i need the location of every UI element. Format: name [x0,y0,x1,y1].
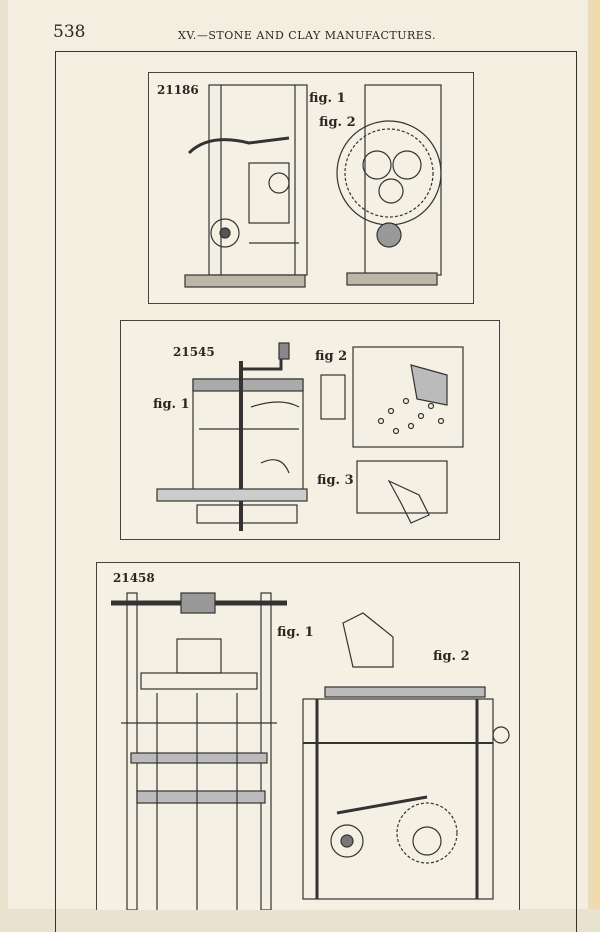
figure-label: fig 2 [315,349,348,364]
machine-drawing-21458 [111,592,510,910]
patent-number: 21458 [113,571,155,585]
patent-drawing-21186: 21186 fig. 1 fig. 2 [148,72,474,304]
figure-label: fig. 1 [277,625,314,640]
figure-label: fig. 3 [317,473,354,488]
plate-frame [55,51,577,932]
figure-label: fig. 1 [153,397,190,412]
machine-drawing-21186 [184,84,442,288]
patent-drawing-21545: 21545 fig. 1 fig 2 fig. 3 [120,320,500,540]
figure-label: fig. 2 [433,649,470,664]
machine-drawing-21545 [156,342,464,531]
page-number: 538 [53,22,86,42]
figure-label: fig. 1 [309,91,346,106]
patent-drawing-21458: 21458 fig. 1 fig. 2 [96,562,520,910]
patent-number: 21186 [157,83,199,97]
figure-label: fig. 2 [319,115,356,130]
running-head: XV.—STONE AND CLAY MANUFACTURES. [178,29,436,42]
patent-number: 21545 [173,345,215,359]
page-edge [588,0,600,909]
